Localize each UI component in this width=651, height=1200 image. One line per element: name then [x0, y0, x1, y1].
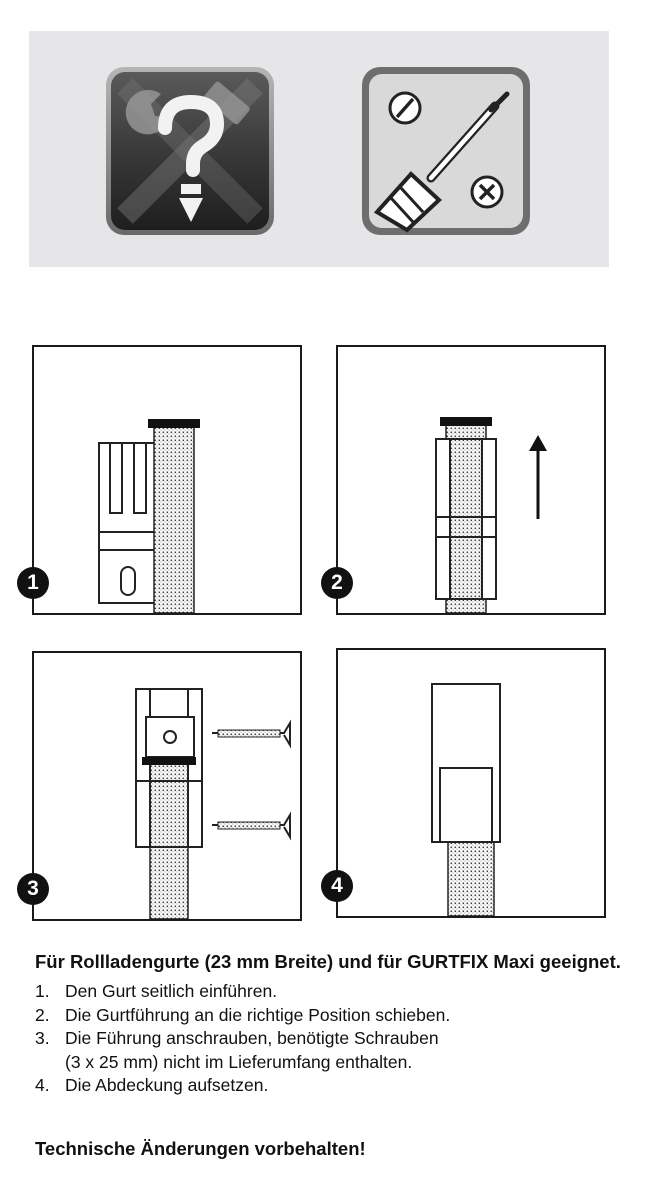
list-item: 1. Den Gurt seitlich einführen. [35, 980, 625, 1004]
tools-question-icon [106, 67, 274, 235]
step-text: Die Gurtführung an die richtige Position… [65, 1004, 451, 1025]
headline: Für Rollladengurte (23 mm Breite) und fü… [35, 951, 621, 972]
list-item: 3. Die Führung anschrauben, benötigte Sc… [35, 1027, 625, 1051]
steps-list: 1. Den Gurt seitlich einführen. 2. Die G… [35, 980, 625, 1098]
step-number: 2. [35, 1004, 50, 1025]
step-text: Den Gurt seitlich einführen. [65, 981, 278, 1001]
step-number: 3. [35, 1028, 50, 1048]
disclaimer-note: Technische Änderungen vorbehalten! [35, 1138, 366, 1159]
step-number: 1. [35, 981, 50, 1001]
step-number-badge: 4 [321, 870, 353, 902]
step-number-badge: 3 [17, 873, 49, 905]
step-2-panel: 2 [321, 345, 606, 615]
step-number: 4. [35, 1075, 50, 1095]
step-text: Die Abdeckung aufsetzen. [65, 1075, 269, 1095]
step-3-illustration [135, 688, 291, 920]
list-item: 2. Die Gurtführung an die richtige Posit… [35, 1004, 625, 1028]
step-text-continuation: (3 x 25 mm) nicht im Lieferumfang enthal… [65, 1051, 413, 1072]
step-number-badge: 2 [321, 567, 353, 599]
step-4-illustration [431, 683, 501, 917]
list-item: 4. Die Abdeckung aufsetzen. [35, 1074, 625, 1098]
step-1-illustration [98, 419, 200, 614]
icon-banner [29, 31, 609, 267]
step-3-panel: 3 [17, 651, 302, 921]
step-number-badge: 1 [17, 567, 49, 599]
step-1-panel: 1 [17, 345, 302, 615]
step-4-panel: 4 [321, 648, 606, 918]
instructions: Für Rollladengurte (23 mm Breite) und fü… [35, 951, 625, 1098]
list-item-continuation: (3 x 25 mm) nicht im Lieferumfang enthal… [35, 1051, 625, 1075]
screwdriver-icon [362, 67, 530, 235]
step-text: Die Führung anschrauben, benötigte Schra… [65, 1028, 439, 1048]
step-2-illustration [435, 417, 547, 614]
